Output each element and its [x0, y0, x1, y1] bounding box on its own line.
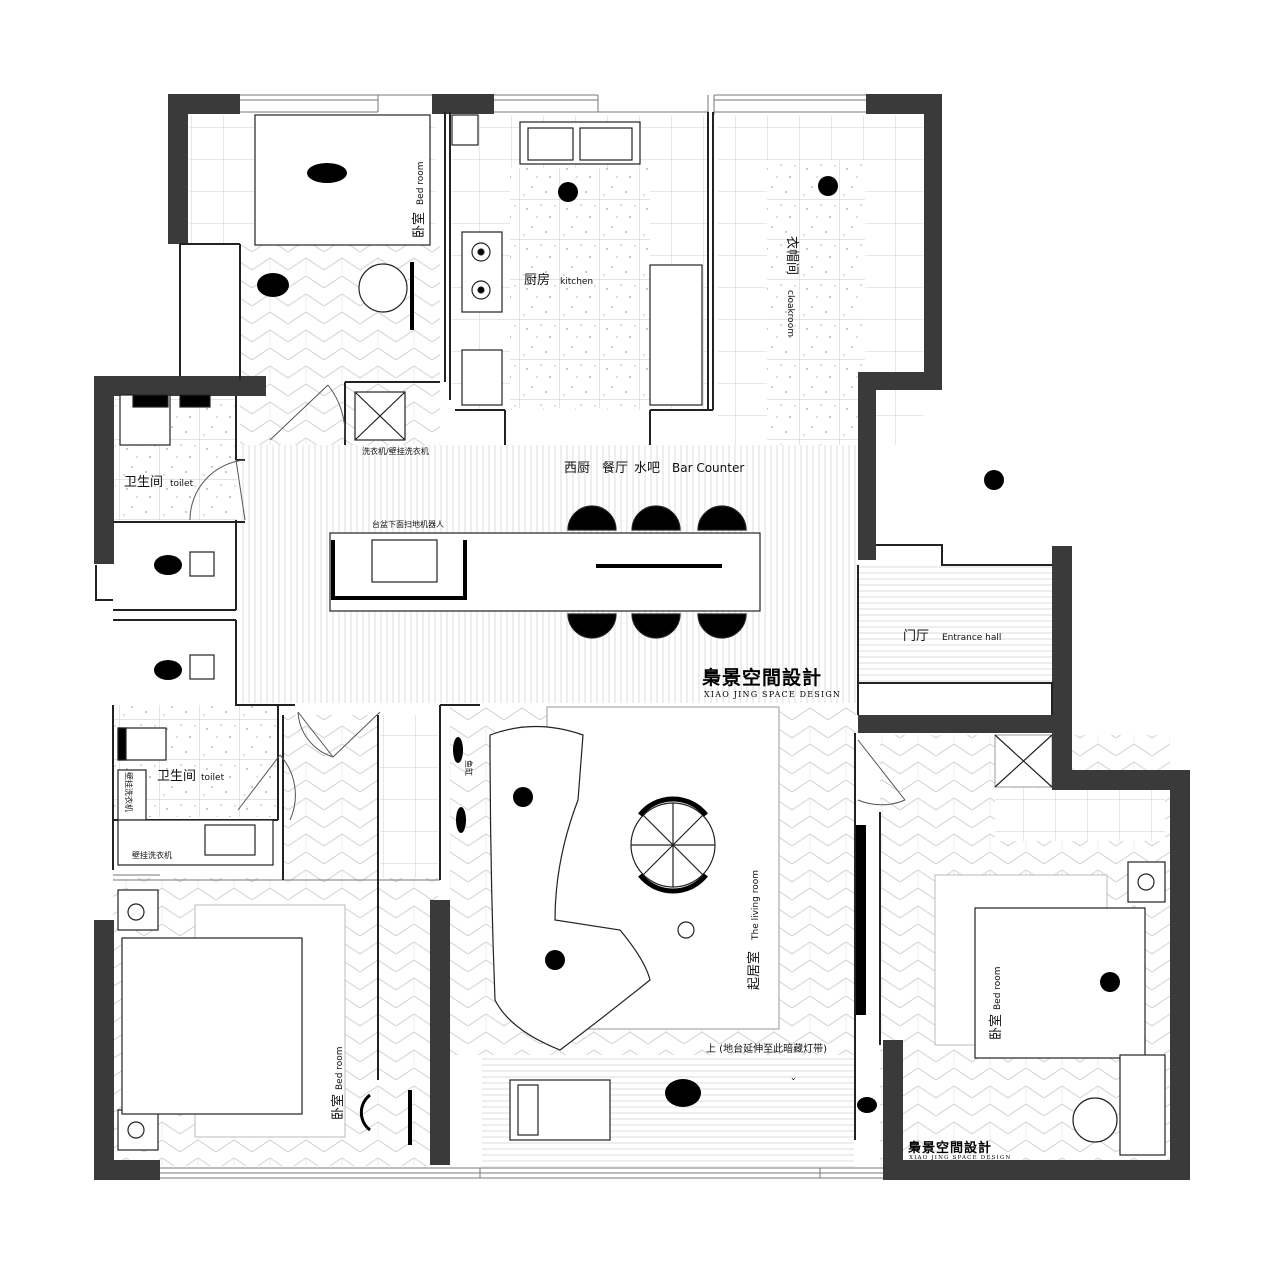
living-label-en: The living room — [751, 870, 761, 941]
platform-note: 上 (地台延伸至此暗藏灯带) — [706, 1042, 827, 1055]
toilet-lower-label-cn: 卫生间 — [157, 769, 196, 784]
fish-tank-note: 鱼缸 — [464, 760, 474, 776]
brand-name-cn: 梟景空間設計 — [701, 666, 822, 689]
platform-arrow: ⌄ — [790, 1073, 797, 1082]
bedroom-top-label-en: Bed room — [416, 161, 426, 205]
brand-name-en-footer: XIAO JING SPACE DESIGN — [909, 1155, 1012, 1161]
cloakroom-label-cn: 衣帽间 — [784, 236, 800, 275]
bar-label-cn3: 水吧 — [634, 461, 660, 476]
toilet-lower-label-en: toilet — [201, 773, 225, 783]
toilet-upper-label-cn: 卫生间 — [124, 475, 163, 490]
entrance-label-cn: 门厅 — [903, 629, 929, 644]
bar-label-cn1: 西厨 — [564, 461, 590, 476]
bedroom-left-label-cn: 卧室 — [330, 1094, 346, 1120]
walls — [94, 94, 1190, 1180]
fixtures — [117, 114, 1166, 1156]
bedroom-left-label-en: Bed room — [335, 1046, 345, 1090]
brand-name-cn-footer: 梟景空間設計 — [907, 1140, 992, 1156]
brand-name-en: XIAO JING SPACE DESIGN — [704, 690, 841, 699]
washer-note-top: 洗衣机/壁挂洗衣机 — [362, 446, 429, 456]
bedroom-right-label-cn: 卧室 — [988, 1014, 1004, 1040]
living-label-cn: 起居室 — [746, 951, 762, 990]
bar-label-en: Bar Counter — [672, 461, 744, 475]
people-figures — [154, 163, 1120, 1113]
bedroom-right-label-en: Bed room — [993, 966, 1003, 1010]
wall-washer-note-2: 壁挂洗衣机 — [132, 850, 172, 860]
doors — [189, 384, 906, 821]
bar-label-cn2: 餐厅 — [602, 460, 628, 476]
entrance-label-en: Entrance hall — [942, 633, 1001, 643]
bedroom-top-label-cn: 卧室 — [411, 212, 427, 238]
window-lines — [113, 94, 890, 1179]
kitchen-label-en: kitchen — [560, 277, 593, 287]
toilet-upper-label-en: toilet — [170, 479, 194, 489]
robot-note: 台盆下面扫地机器人 — [372, 519, 444, 529]
kitchen-label-cn: 厨房 — [524, 272, 550, 288]
wall-washer-note-1: 壁挂洗衣机 — [124, 772, 134, 812]
room-labels: 卧室 Bed room 厨房 kitchen 衣帽间 cloakroom 卫生间… — [124, 161, 1012, 1161]
cloakroom-label-en: cloakroom — [785, 290, 795, 337]
